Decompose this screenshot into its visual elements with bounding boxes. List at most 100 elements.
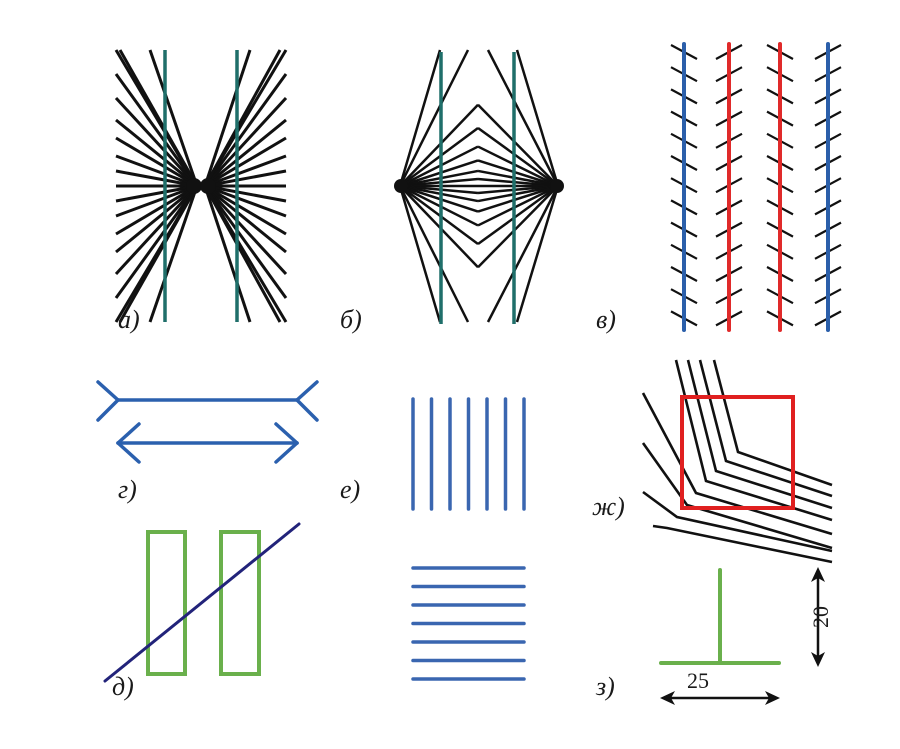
- ray-right: [203, 96, 288, 188]
- bent-line: [698, 359, 833, 498]
- ray-left: [399, 184, 479, 213]
- bent-line: [674, 359, 833, 522]
- ray-left: [399, 169, 479, 188]
- ray-right: [477, 126, 559, 188]
- ray-left: [399, 184, 479, 227]
- ray-left: [399, 184, 479, 203]
- arrowhead: [116, 441, 141, 464]
- ray-right: [203, 185, 252, 323]
- ray-left: [148, 185, 199, 323]
- panel-v-zollner: [670, 42, 842, 332]
- ray-left: [398, 49, 442, 187]
- ray-right: [204, 184, 287, 203]
- left-rectangle: [146, 530, 187, 676]
- ray-right: [203, 185, 288, 299]
- label-b: б): [340, 305, 362, 334]
- label-d: д): [112, 672, 134, 701]
- bent-line: [712, 359, 833, 487]
- panel-e-oppel-kundt: [411, 397, 526, 681]
- panel-a-hering: [114, 49, 288, 323]
- bent-line: [641, 392, 833, 536]
- ray-left: [399, 185, 479, 269]
- ray-left: [114, 184, 199, 276]
- ray-left: [115, 154, 198, 188]
- panel-z-vertical-horizontal: [659, 567, 825, 705]
- label-zh: ж): [592, 492, 625, 521]
- ray-right: [477, 169, 559, 188]
- ray-left: [118, 185, 199, 323]
- ray-right: [477, 185, 559, 269]
- arrowhead: [274, 422, 299, 445]
- fin: [96, 380, 120, 402]
- right-rectangle: [219, 530, 261, 676]
- ray-left: [399, 184, 479, 195]
- fin: [96, 398, 120, 422]
- ray-right: [204, 169, 287, 188]
- ray-right: [203, 49, 282, 187]
- ray-left: [115, 184, 198, 203]
- panel-b-wundt: [394, 49, 564, 324]
- bent-line: [641, 442, 833, 550]
- ray-right: [477, 159, 559, 188]
- bent-line: [642, 490, 833, 553]
- ray-left: [115, 136, 198, 188]
- ray-right: [204, 118, 287, 188]
- bent-line: [652, 524, 833, 564]
- ray-right: [515, 185, 560, 323]
- ray-right: [477, 103, 559, 187]
- label-z: з): [595, 672, 615, 701]
- arrowhead-right: [765, 691, 780, 705]
- ray-left: [399, 103, 479, 187]
- ray-right: [477, 145, 559, 188]
- ray-left: [115, 184, 198, 254]
- arrowhead-down: [811, 652, 825, 667]
- fan-center: [200, 178, 216, 194]
- ray-right: [204, 184, 287, 254]
- ray-left: [115, 169, 198, 188]
- arrowhead: [274, 441, 299, 464]
- bent-line: [686, 359, 833, 510]
- ray-right: [515, 49, 560, 187]
- label-e: е): [340, 475, 360, 504]
- fin: [295, 380, 319, 402]
- ray-left: [399, 126, 479, 188]
- fan-center: [550, 179, 564, 193]
- width-dimension-label: 25: [687, 668, 709, 693]
- ray-left: [399, 159, 479, 188]
- ray-left: [114, 96, 199, 188]
- ray-left: [115, 118, 198, 188]
- panel-d-poggendorff: [103, 522, 301, 683]
- ray-right: [477, 184, 559, 213]
- ray-left: [115, 184, 198, 236]
- ray-right: [204, 136, 287, 188]
- ray-right: [477, 184, 559, 203]
- ray-right: [203, 184, 288, 276]
- height-dimension-label: 20: [808, 606, 833, 628]
- fan-center: [394, 179, 408, 193]
- ray-right: [477, 184, 559, 227]
- ray-left: [399, 145, 479, 188]
- arrowhead-up: [811, 567, 825, 582]
- label-a: а): [118, 305, 140, 334]
- fin: [295, 398, 319, 422]
- ray-right: [477, 184, 559, 246]
- label-g: г): [118, 475, 137, 504]
- ray-right: [477, 184, 559, 195]
- label-v: в): [596, 305, 616, 334]
- ray-right: [203, 185, 282, 323]
- ray-left: [115, 184, 198, 218]
- ray-left: [114, 73, 199, 187]
- ray-left: [398, 49, 470, 187]
- ray-left: [399, 184, 479, 246]
- arrowhead: [116, 422, 141, 445]
- transversal-line: [103, 522, 301, 683]
- ray-right: [204, 184, 287, 218]
- fan-center: [186, 178, 202, 194]
- ray-right: [204, 154, 287, 188]
- ray-left: [118, 49, 199, 187]
- ray-right: [486, 185, 560, 323]
- ray-right: [486, 49, 560, 187]
- ray-right: [204, 184, 287, 236]
- panel-zh-orbison: [641, 359, 833, 564]
